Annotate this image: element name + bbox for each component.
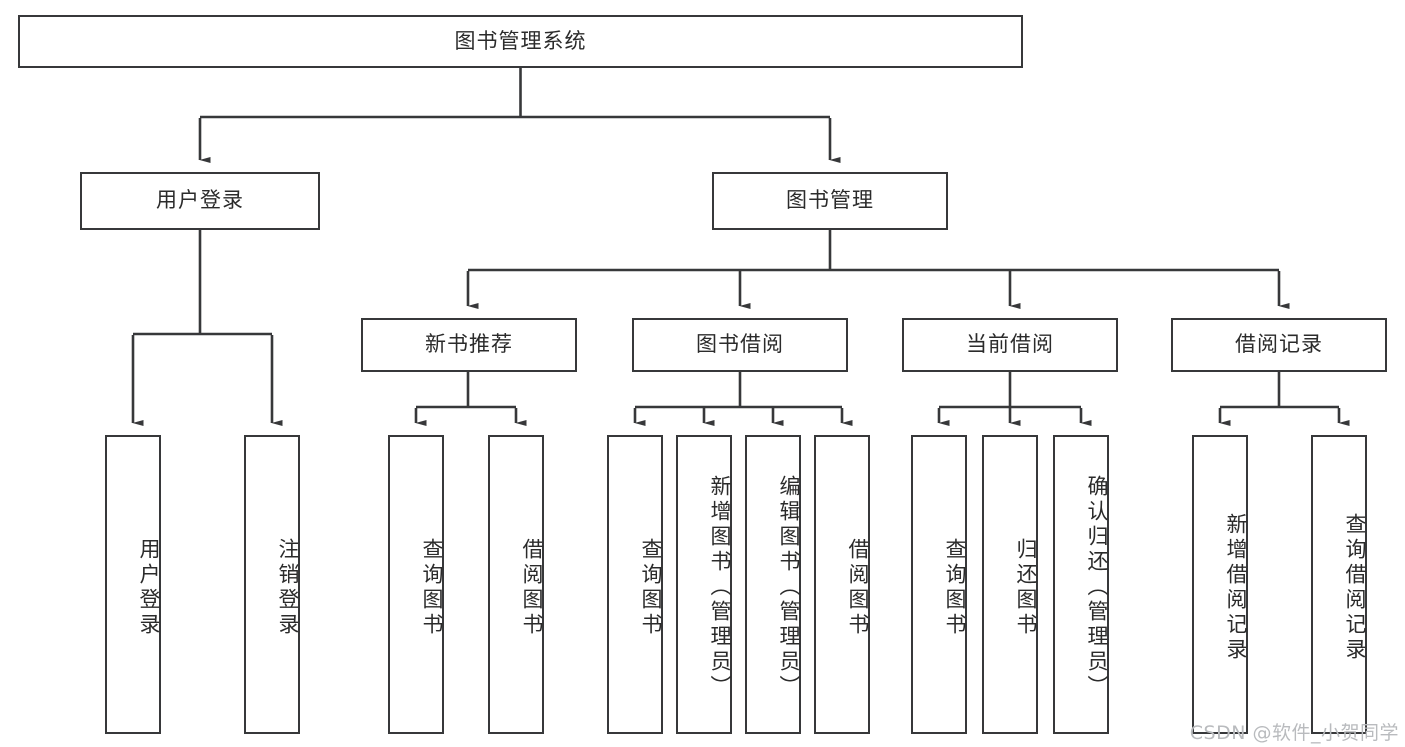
node-book-borrow-label: 图书借阅 <box>696 332 784 357</box>
leaf-add-book-admin[interactable]: 新增图书（管理员） <box>676 435 732 734</box>
leaf-confirm-return-admin-label: 确认归还（管理员） <box>1085 475 1109 700</box>
node-book-borrow[interactable]: 图书借阅 <box>632 318 848 372</box>
node-borrow-records[interactable]: 借阅记录 <box>1171 318 1387 372</box>
node-new-book-recommend-label: 新书推荐 <box>425 332 513 357</box>
leaf-add-borrow-record-label: 新增借阅记录 <box>1224 512 1248 663</box>
leaf-query-book-current[interactable]: 查询图书 <box>911 435 967 734</box>
node-current-borrow[interactable]: 当前借阅 <box>902 318 1118 372</box>
leaf-return-book[interactable]: 归还图书 <box>982 435 1038 734</box>
leaf-edit-book-admin[interactable]: 编辑图书（管理员） <box>745 435 801 734</box>
leaf-borrow-book-recommend-label: 借阅图书 <box>520 537 544 638</box>
leaf-add-book-admin-label: 新增图书（管理员） <box>708 475 732 700</box>
node-borrow-records-label: 借阅记录 <box>1235 332 1323 357</box>
node-user-login-label: 用户登录 <box>156 188 244 213</box>
leaf-query-book-current-label: 查询图书 <box>943 537 967 638</box>
leaf-user-login-label: 用户登录 <box>137 537 161 638</box>
node-root[interactable]: 图书管理系统 <box>18 15 1023 68</box>
node-book-management[interactable]: 图书管理 <box>712 172 948 230</box>
leaf-add-borrow-record[interactable]: 新增借阅记录 <box>1192 435 1248 734</box>
leaf-query-borrow-record-label: 查询借阅记录 <box>1343 512 1367 663</box>
leaf-query-book-borrow[interactable]: 查询图书 <box>607 435 663 734</box>
leaf-logout[interactable]: 注销登录 <box>244 435 300 734</box>
leaf-confirm-return-admin[interactable]: 确认归还（管理员） <box>1053 435 1109 734</box>
leaf-return-book-label: 归还图书 <box>1014 537 1038 638</box>
leaf-query-borrow-record[interactable]: 查询借阅记录 <box>1311 435 1367 734</box>
leaf-logout-label: 注销登录 <box>276 537 300 638</box>
leaf-borrow-book[interactable]: 借阅图书 <box>814 435 870 734</box>
leaf-borrow-book-label: 借阅图书 <box>846 537 870 638</box>
leaf-query-book-recommend-label: 查询图书 <box>420 537 444 638</box>
node-current-borrow-label: 当前借阅 <box>966 332 1054 357</box>
node-new-book-recommend[interactable]: 新书推荐 <box>361 318 577 372</box>
leaf-query-book-borrow-label: 查询图书 <box>639 537 663 638</box>
node-book-management-label: 图书管理 <box>786 188 874 213</box>
leaf-query-book-recommend[interactable]: 查询图书 <box>388 435 444 734</box>
leaf-user-login[interactable]: 用户登录 <box>105 435 161 734</box>
leaf-borrow-book-recommend[interactable]: 借阅图书 <box>488 435 544 734</box>
leaf-edit-book-admin-label: 编辑图书（管理员） <box>777 475 801 700</box>
node-user-login[interactable]: 用户登录 <box>80 172 320 230</box>
node-root-label: 图书管理系统 <box>454 28 587 53</box>
